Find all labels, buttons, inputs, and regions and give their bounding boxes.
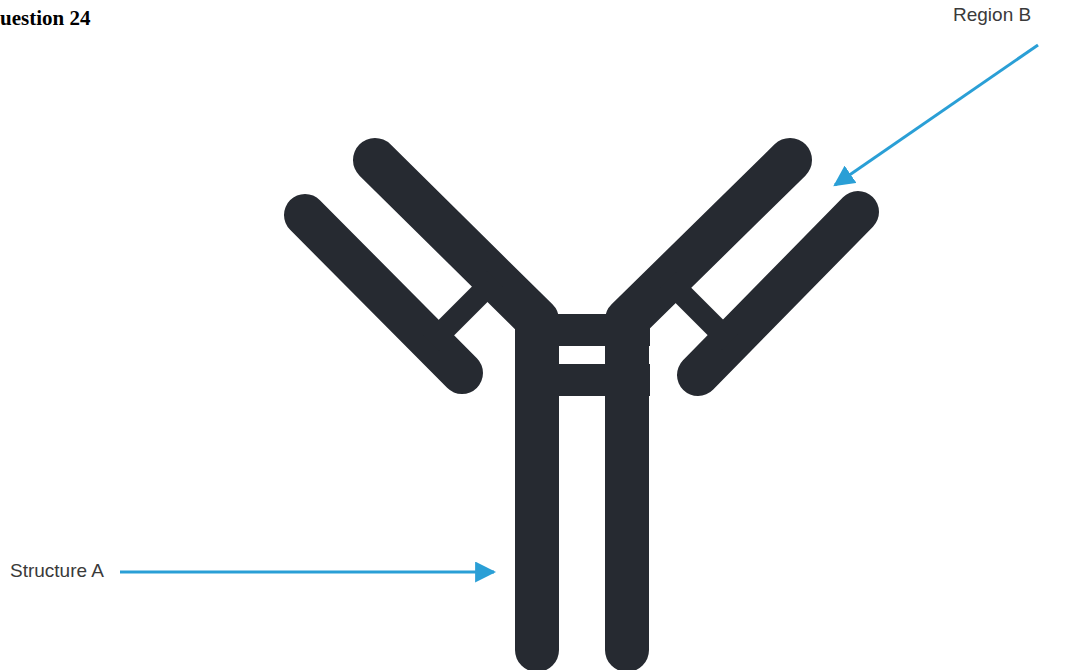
heavy-chain [375, 160, 537, 650]
hinge-gap [560, 346, 605, 364]
part-label: Region B [953, 4, 1031, 26]
hinge-bar [515, 314, 650, 346]
part-label: Structure A [10, 560, 104, 582]
heavy-chain [627, 160, 790, 650]
disulfide-bridge [668, 280, 730, 342]
hinge-bar [515, 364, 650, 396]
leader-arrow [835, 45, 1038, 185]
light-chain [698, 212, 858, 375]
disulfide-bridge [431, 279, 495, 343]
question-heading: uestion 24 [0, 6, 90, 31]
leader-arrow [120, 571, 494, 574]
